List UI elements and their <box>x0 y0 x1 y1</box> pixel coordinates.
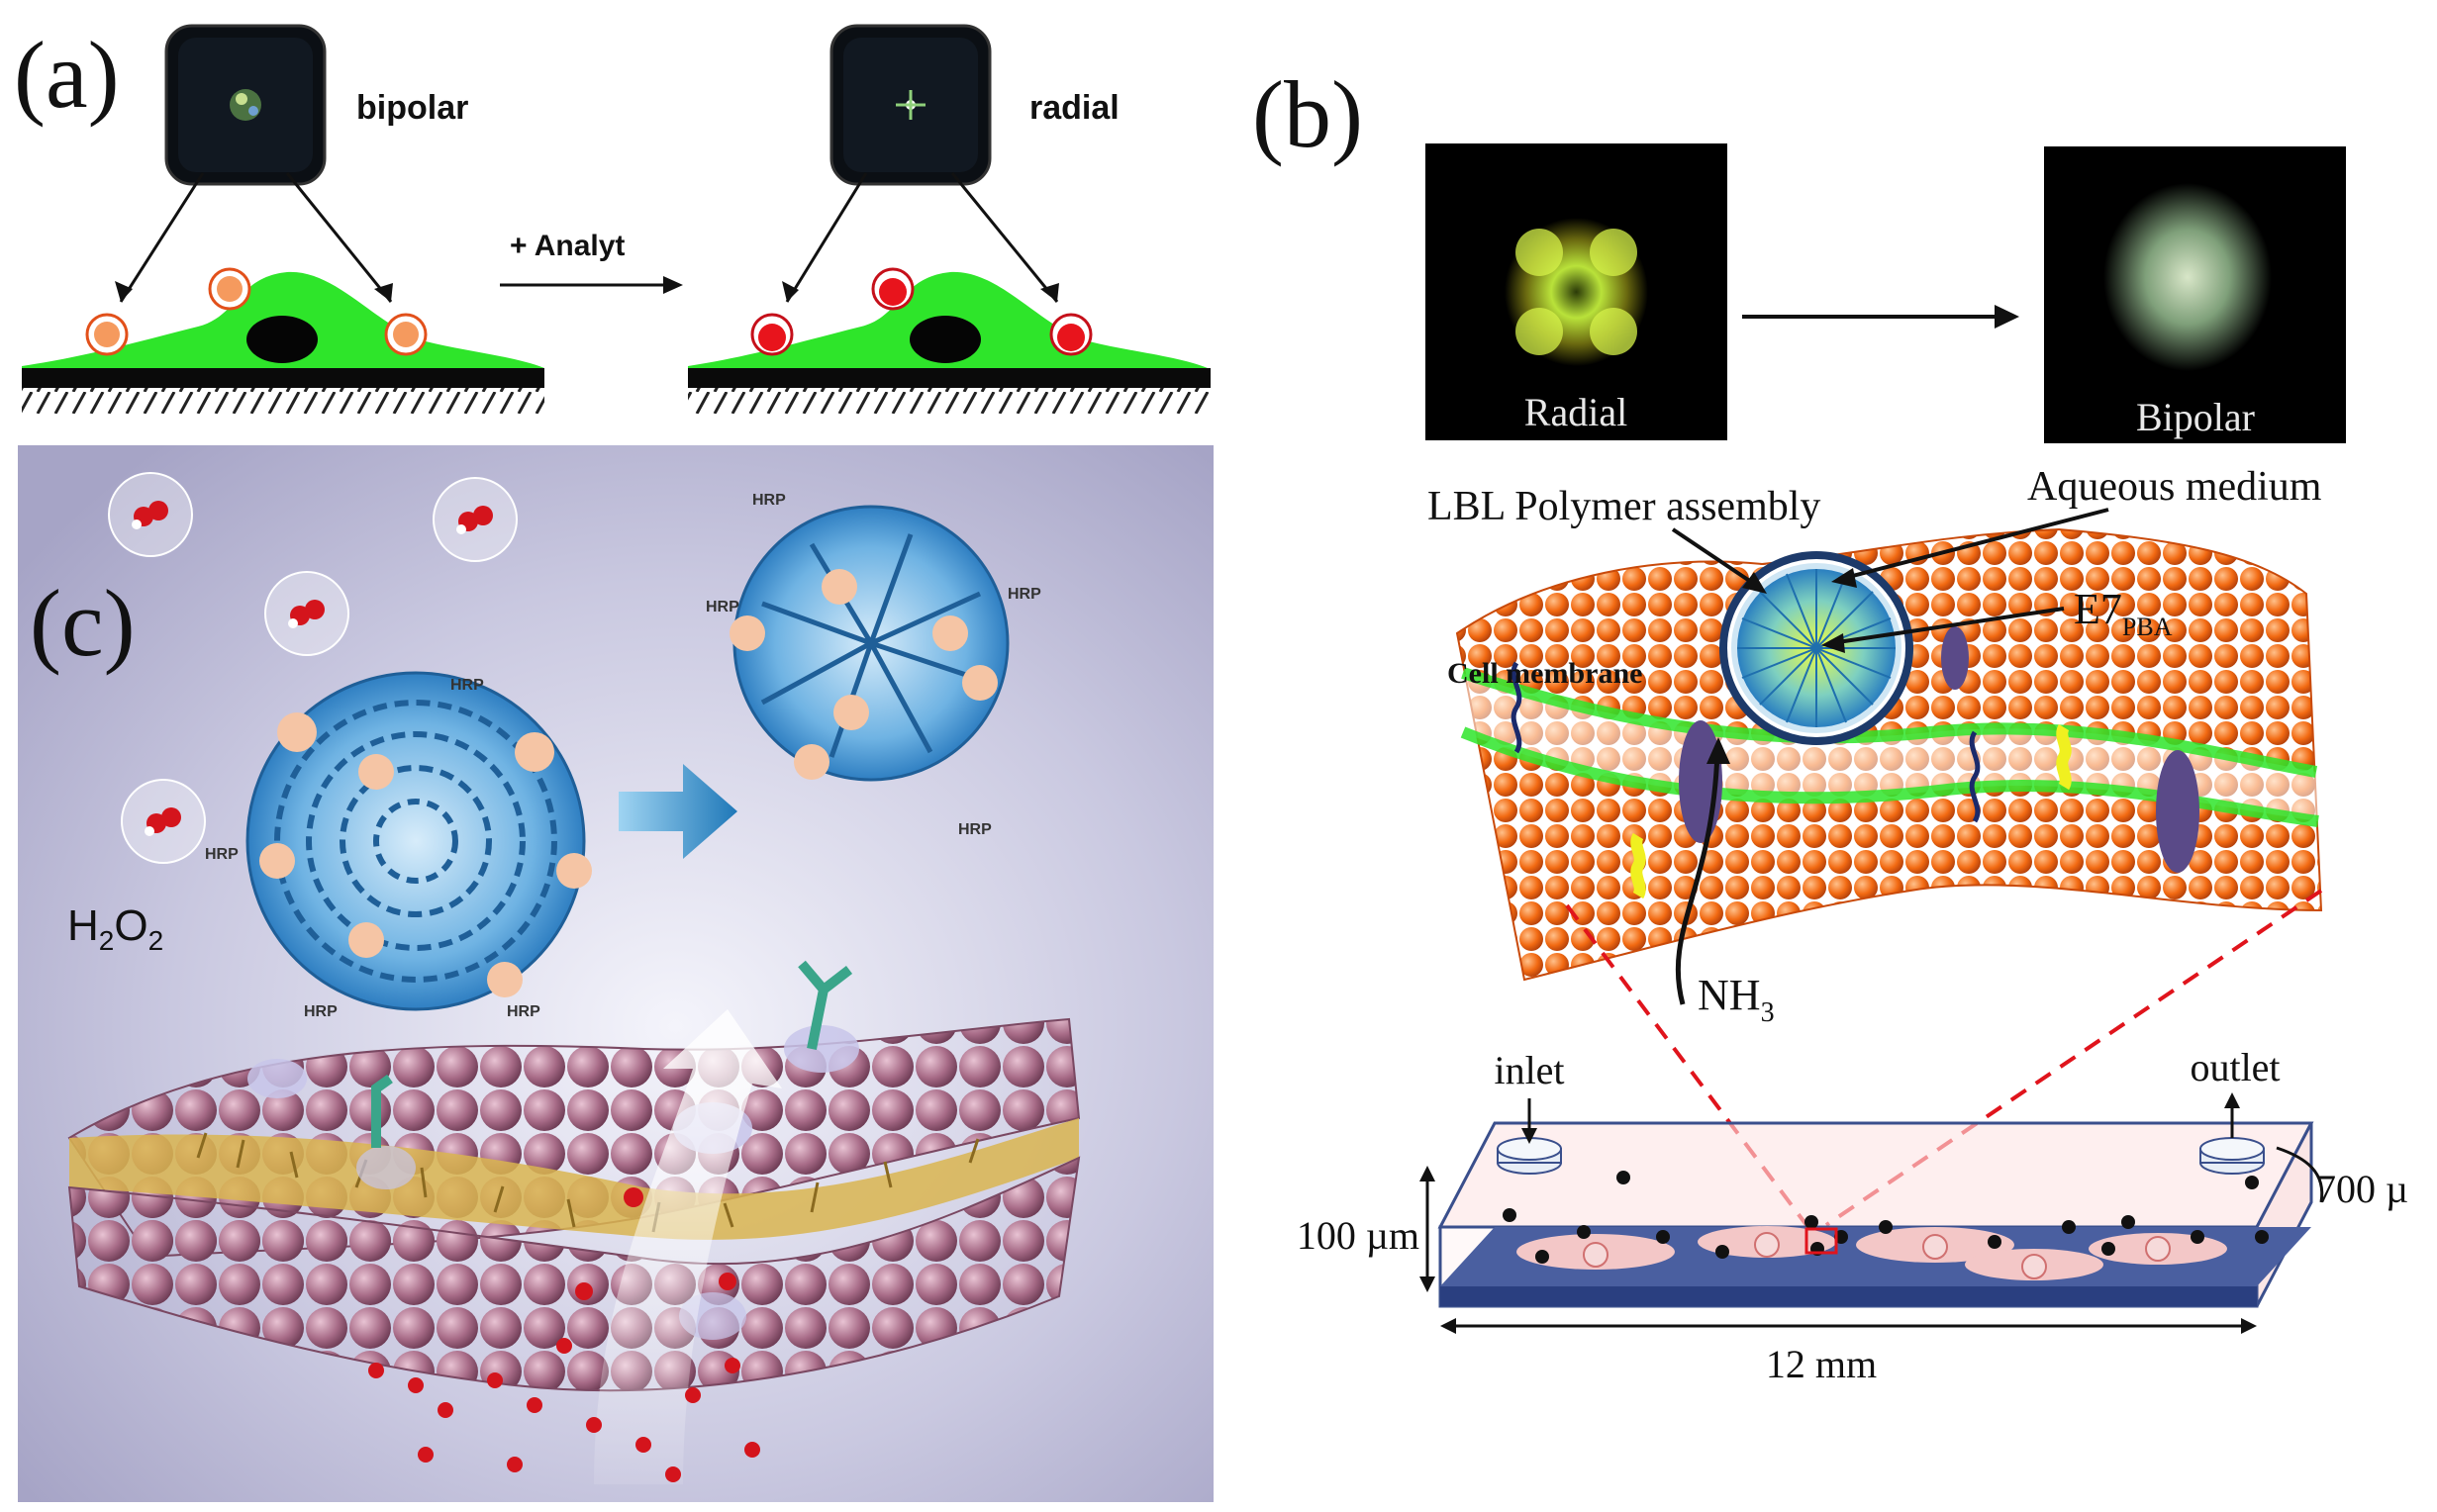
dimension-depth-leader <box>2276 1146 2324 1203</box>
label-cell-membrane: Cell membrane <box>1447 657 1642 690</box>
pointer-lines-b <box>1671 508 2109 1005</box>
hrp-label: HRP <box>507 1003 540 1020</box>
label-e7: E7PBA <box>2074 585 2173 641</box>
h2o2-molecule-icon <box>121 779 206 864</box>
cell-membrane-bilayer <box>67 960 1081 1392</box>
panel-b-label: (b) <box>1252 61 1363 167</box>
inlet-port <box>1497 1098 1562 1175</box>
cell-membrane-slab: Cell membrane <box>1447 527 2323 982</box>
label-inlet: inlet <box>1494 1048 1564 1092</box>
zoom-guide-right <box>1824 889 2323 1227</box>
hrp-label: HRP <box>450 677 484 694</box>
analyte-label: + Analyt <box>510 230 625 262</box>
hrp-label: HRP <box>304 1003 338 1020</box>
h2o2-bubbles <box>108 472 518 864</box>
hrp-label: HRP <box>205 846 239 863</box>
transition-arrow <box>619 764 737 859</box>
lc-droplets-channel <box>1503 1171 2269 1264</box>
cell-on-substrate-left <box>22 172 544 414</box>
microgel-large <box>245 671 592 1011</box>
dimension-width <box>1440 1318 2257 1334</box>
thumbnail-bipolar <box>164 24 327 186</box>
intracellular-h2o2-dots <box>368 1187 760 1482</box>
h2o2-molecule-icon <box>433 477 518 562</box>
hrp-label: HRP <box>958 821 992 838</box>
state-label-bipolar: bipolar <box>356 89 468 127</box>
panel-a-label: (a) <box>14 22 120 128</box>
label-height: 100 µm <box>1297 1213 1419 1258</box>
dimension-height <box>1419 1166 1435 1292</box>
svg-text:H2O2: H2O2 <box>67 901 163 956</box>
panel-c-label: (c) <box>30 570 136 676</box>
microgel-small <box>730 505 1010 782</box>
micrograph-bipolar: Bipolar <box>2044 146 2346 443</box>
hrp-enzyme-icon <box>259 712 592 997</box>
h2o2-molecule-icon <box>264 571 349 656</box>
panel-c: (c) H2O2 <box>18 445 1214 1502</box>
caption-bipolar: Bipolar <box>2136 395 2255 439</box>
panel-b: (b) Radial Bipolar LBL Polymer assembly … <box>1252 61 2408 1386</box>
cell-on-substrate-right <box>688 172 1211 414</box>
caption-radial: Radial <box>1524 390 1627 434</box>
label-aqueous-medium: Aqueous medium <box>2027 464 2322 510</box>
label-width: 12 mm <box>1766 1342 1877 1386</box>
analyte-arrow: + Analyt <box>500 230 683 294</box>
hrp-label: HRP <box>706 599 739 615</box>
diffusion-arrow <box>594 1009 782 1484</box>
outlet-port <box>2199 1092 2265 1175</box>
hrp-label: HRP <box>752 492 786 509</box>
label-lbl-assembly: LBL Polymer assembly <box>1427 484 1820 529</box>
zoom-box <box>1804 1227 1838 1255</box>
label-depth: 700 µ <box>2316 1167 2408 1211</box>
thumbnail-radial <box>829 24 992 186</box>
state-label-radial: radial <box>1029 89 1120 127</box>
h2o2-label: H2O2 <box>67 901 163 956</box>
transition-arrow-b <box>1742 305 2019 329</box>
panel-a: (a) bipolar radial <box>14 22 1211 414</box>
h2o2-molecule-icon <box>108 472 193 557</box>
hrp-label: HRP <box>1008 586 1041 603</box>
label-outlet: outlet <box>2190 1045 2280 1089</box>
lc-droplet-e7 <box>1719 551 1913 745</box>
microfluidic-channel: inlet outlet 100 µm 12 mm 700 µ <box>1297 1045 2408 1386</box>
micrograph-radial: Radial <box>1425 143 1727 440</box>
label-nh3: NH3 <box>1698 971 1775 1028</box>
